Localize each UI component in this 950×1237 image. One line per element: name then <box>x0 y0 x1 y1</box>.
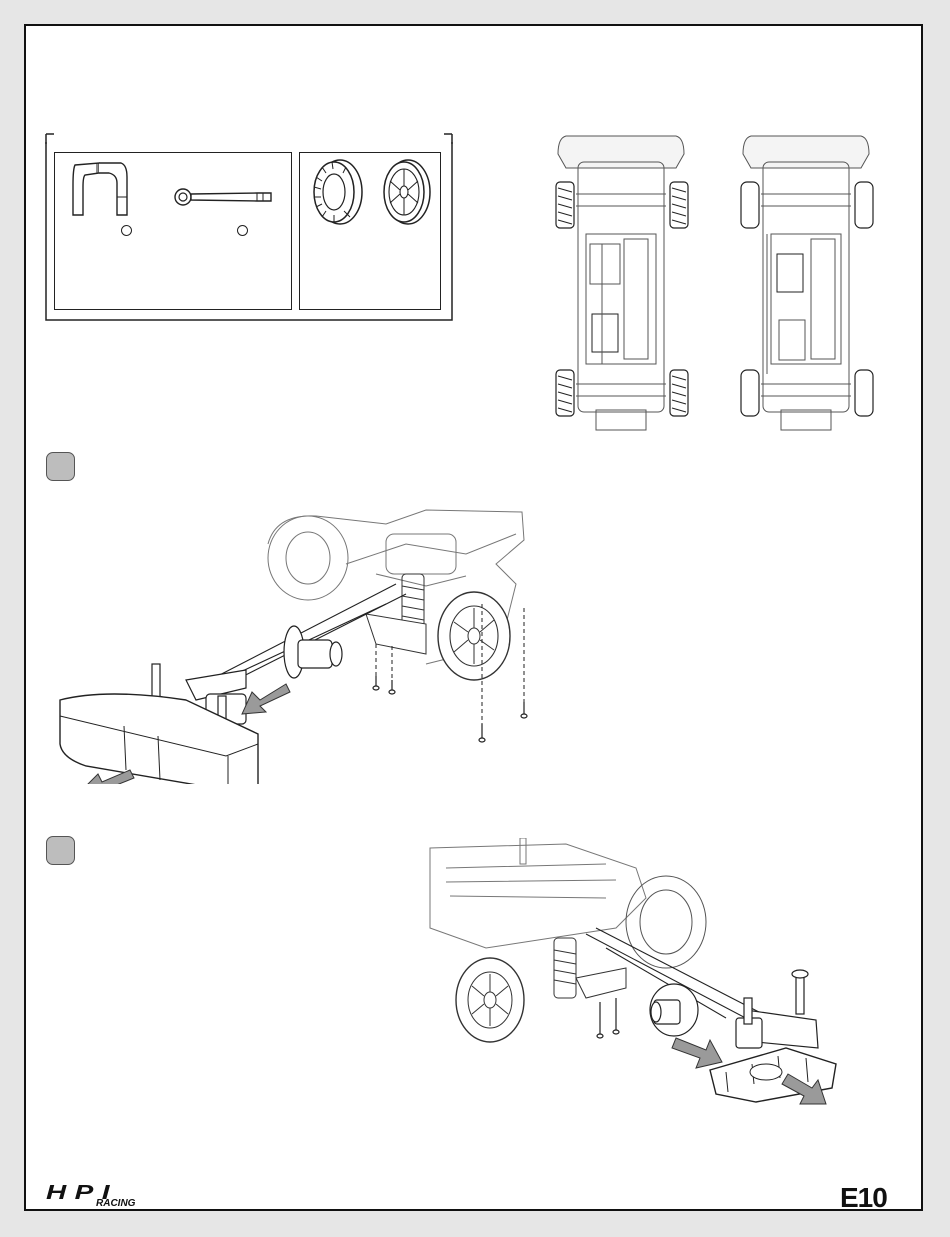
step-1-badge <box>46 452 75 481</box>
brand-logo-subtext: RACING <box>96 1198 135 1209</box>
hpi-racing-logo: HPI RACING <box>46 1182 156 1212</box>
tire-icon <box>306 157 370 227</box>
wheel-icon <box>376 157 436 227</box>
chassis-top-view-right <box>731 134 881 434</box>
tools-panel <box>54 152 292 310</box>
allen-wrench-size-label <box>121 225 132 236</box>
box-wrench-size-label <box>237 225 248 236</box>
model-code: E10 <box>840 1182 887 1214</box>
step-2-diagram <box>426 838 866 1108</box>
allen-wrench-icon <box>69 157 129 219</box>
wheels-panel <box>299 152 441 310</box>
manual-page: HPI RACING E10 <box>24 24 923 1211</box>
step-1-diagram <box>46 504 536 784</box>
chassis-top-view-left <box>546 134 696 434</box>
step-2-badge <box>46 836 75 865</box>
box-wrench-icon <box>173 185 273 209</box>
